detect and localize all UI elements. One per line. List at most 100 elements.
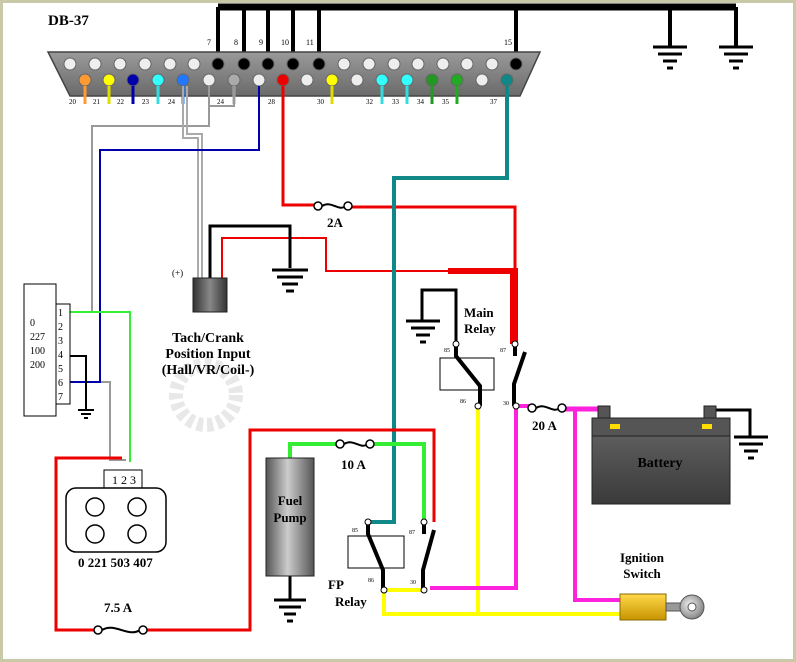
pin-label: 8 [234,38,238,47]
pin-label: 10 [281,38,289,47]
main-relay-coil [454,344,482,406]
pin-label: 15 [504,38,512,47]
coil-pack-terminal [85,524,105,544]
fuse-7-5a-label: 7.5 A [104,600,133,615]
pin-label: 24 [217,98,225,106]
relay-pin-label: 30 [503,401,509,407]
top-pin-labels: 7 8 9 10 11 15 [207,38,512,47]
fp-relay-pin-labels: 85 87 86 30 [352,528,416,586]
pin-label: 37 [490,98,498,106]
fp-relay-terminal [364,518,372,526]
tach-title-line2: Position Input [165,347,251,362]
tach-plus-label: (+) [172,268,183,278]
tach-title-line1: Tach/Crank [172,331,244,346]
relay-pin-label: 30 [410,580,416,586]
battery-plus-marker [610,424,620,429]
coil-pack-terminal [127,497,147,517]
red-wire-thick-h [448,268,518,274]
battery-terminal-positive [597,405,611,419]
connector-title: DB-37 [48,13,89,29]
map-pin: 3 [58,336,63,347]
coil-pack-terminal [85,497,105,517]
battery-terminal-negative [703,405,717,419]
fuel-pump-label-1: Fuel [278,493,303,508]
pin-label: 22 [117,98,125,106]
pin-label: 35 [442,98,450,106]
fuse-7-5a [93,625,148,635]
fuel-pump-label-2: Pump [273,510,306,525]
relay-pin-label: 86 [368,578,374,584]
fp-relay-label-2: Relay [335,594,367,609]
pin-label: 30 [317,98,325,106]
map-value: 100 [30,346,45,357]
red-wire-pin28 [281,86,315,207]
ignition-label-1: Ignition [620,550,665,565]
connector-top-pin-row [63,57,523,71]
tach-title-line3: (Hall/VR/Coil-) [162,363,255,378]
fuse-10a [335,439,375,449]
main-relay-label-1: Main [464,305,494,320]
black-wire-battery [710,408,752,436]
ground-symbol-map [78,409,94,419]
fuse-2a-label: 2A [327,215,344,230]
main-relay-terminal [474,402,482,410]
red-wire-tach [221,237,515,280]
pin-label: 28 [268,98,276,106]
part-number: 0 221 503 407 [78,555,153,570]
map-pin: 2 [58,322,63,333]
battery-minus-marker [702,424,712,429]
pin-label: 23 [142,98,150,106]
relay-pin-label: 85 [444,348,450,354]
pin-label: 34 [417,98,425,106]
map-sensor-values: 0 227 100 200 [30,318,45,371]
bottom-pin-labels: 20 21 22 23 24 24 28 30 32 33 34 35 37 [69,98,498,106]
map-value: 200 [30,360,45,371]
trigger-wheel [169,358,243,432]
fuel-pump [265,457,315,577]
ground-symbol-tach [272,268,308,293]
red-wire-thick [510,268,518,344]
map-pin: 7 [58,392,63,403]
fp-relay-terminal [420,518,428,526]
ground-symbol-top-1 [653,45,687,70]
main-relay-body [439,357,495,391]
green-wire-map [60,311,131,462]
battery-label: Battery [637,456,682,471]
main-relay-terminal [511,340,519,348]
relay-pin-label: 87 [409,530,415,536]
fp-relay-label-1: FP [328,577,344,592]
green-wire-pump [288,442,338,458]
map-sensor-body [23,283,57,417]
ignition-key-icon [665,594,705,620]
green-wire-fp-relay [372,442,426,520]
relay-pin-label: 85 [352,528,358,534]
coil-pack [65,487,167,553]
black-wire-main-relay [420,288,458,344]
teal-wire-pin37 [368,86,509,524]
red-wire-map [54,456,122,632]
pin-label: 32 [366,98,374,106]
map-pin: 4 [58,350,63,361]
map-sensor-pin-labels: 1 2 3 4 5 6 7 [58,308,63,403]
fuse-20a-label: 20 A [532,418,558,433]
magenta-wire-ign [573,409,620,602]
fuse-10a-label: 10 A [341,457,367,472]
fp-relay-terminal [380,586,388,594]
battery-top [591,417,731,437]
pin-label: 7 [207,38,211,47]
ground-symbol-battery [734,435,768,460]
ignition-switch [619,593,667,621]
fp-relay-coil [366,522,385,590]
pin-label: 24 [168,98,176,106]
map-pin: 5 [58,364,63,375]
plug-pins-label: 1 2 3 [112,473,136,487]
fuse-20a [527,403,567,413]
map-pin: 1 [58,308,63,319]
main-relay-terminal [452,340,460,348]
ground-symbol-pump [274,598,306,623]
pin-label: 21 [93,98,101,106]
relay-pin-label: 86 [460,399,466,405]
magenta-wire-fp-relay [430,406,518,590]
pin-label: 20 [69,98,77,106]
red-wire-fp-relay [145,428,436,632]
